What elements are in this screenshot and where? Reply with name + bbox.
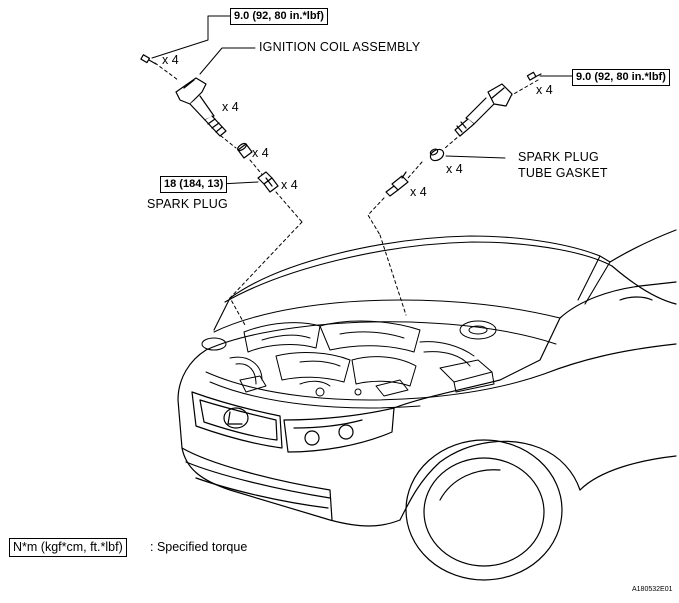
spark-plug-label: SPARK PLUG bbox=[147, 197, 228, 211]
qty-right-plug: x 4 bbox=[410, 185, 427, 199]
left-spark-plug bbox=[257, 171, 279, 193]
qty-left-coil: x 4 bbox=[222, 100, 239, 114]
torque-box-right-bolt: 9.0 (92, 80 in.*lbf) bbox=[572, 69, 670, 86]
torque-box-spark-plug: 18 (184, 13) bbox=[160, 176, 228, 193]
spark-plug-tube-gasket-label-line1: SPARK PLUG bbox=[518, 150, 599, 164]
right-spark-plug bbox=[385, 171, 409, 197]
right-ignition-coil bbox=[454, 83, 513, 137]
qty-right-bolt: x 4 bbox=[536, 83, 553, 97]
leader-lines bbox=[151, 15, 573, 185]
right-coil-bolt bbox=[526, 71, 542, 81]
legend-torque-text: : Specified torque bbox=[150, 540, 248, 554]
spark-plug-tube-gasket-label-line2: TUBE GASKET bbox=[518, 166, 608, 180]
open-hood bbox=[213, 235, 613, 331]
car-body bbox=[177, 229, 677, 581]
assembly-axis-lines bbox=[154, 62, 539, 326]
qty-left-gasket: x 4 bbox=[252, 146, 269, 160]
qty-right-gasket: x 4 bbox=[446, 162, 463, 176]
left-tube-gasket bbox=[237, 142, 253, 159]
left-ignition-coil bbox=[175, 77, 227, 137]
torque-box-left-bolt: 9.0 (92, 80 in.*lbf) bbox=[230, 8, 328, 25]
left-coil-bolt bbox=[140, 54, 157, 65]
legend-torque-unit-box: N*m (kgf*cm, ft.*lbf) bbox=[9, 538, 127, 557]
ignition-coil-assembly-label: IGNITION COIL ASSEMBLY bbox=[259, 40, 421, 54]
engine-bay bbox=[201, 299, 561, 409]
right-tube-gasket bbox=[429, 148, 445, 162]
figure-reference-id: A180532E01 bbox=[632, 586, 673, 593]
qty-left-bolt: x 4 bbox=[162, 53, 179, 67]
qty-left-plug: x 4 bbox=[281, 178, 298, 192]
